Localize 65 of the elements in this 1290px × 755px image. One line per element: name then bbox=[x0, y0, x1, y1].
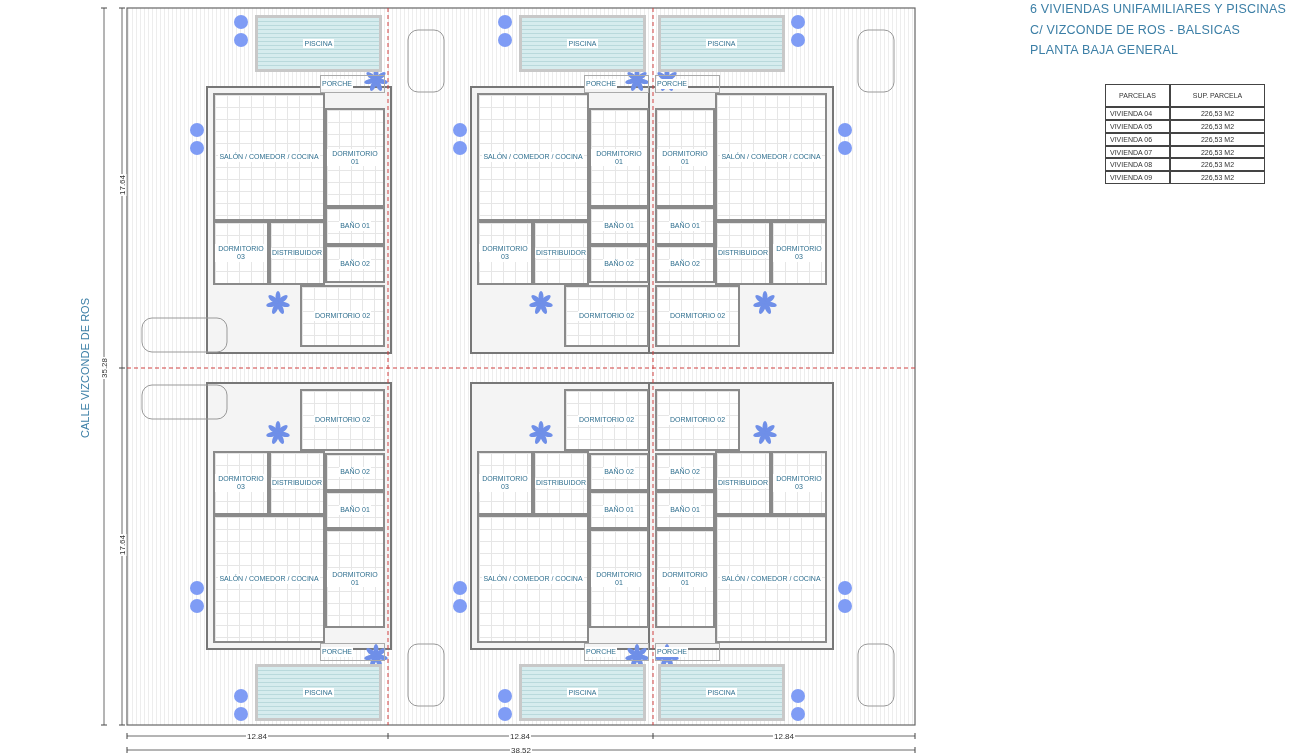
porch-area bbox=[320, 75, 385, 93]
bathroom bbox=[655, 245, 715, 283]
bedroom bbox=[564, 285, 649, 347]
bedroom bbox=[213, 221, 269, 285]
dimension-text: 17.64 bbox=[117, 174, 127, 196]
plan-title: 6 VIVIENDAS UNIFAMILIARES Y PISCINAS bbox=[1030, 2, 1287, 16]
living-room bbox=[477, 93, 589, 221]
living-room bbox=[715, 93, 827, 221]
bathroom bbox=[325, 245, 385, 283]
bathroom bbox=[655, 207, 715, 245]
bedroom bbox=[300, 285, 385, 347]
bathroom bbox=[589, 207, 649, 245]
bedroom bbox=[325, 108, 385, 207]
swimming-pool bbox=[658, 664, 785, 721]
bathroom bbox=[655, 491, 715, 529]
bedroom bbox=[325, 529, 385, 628]
address-text: C/ VIZCONDE DE ROS - BALSICAS bbox=[1030, 23, 1240, 37]
bathroom bbox=[655, 453, 715, 491]
porch-area bbox=[320, 643, 385, 661]
bedroom bbox=[655, 529, 715, 628]
porch-area bbox=[655, 643, 720, 661]
bedroom bbox=[564, 389, 649, 451]
dimension-text: 12.84 bbox=[246, 731, 268, 741]
swimming-pool bbox=[658, 15, 785, 72]
bedroom bbox=[300, 389, 385, 451]
bedroom bbox=[589, 108, 649, 207]
hallway bbox=[533, 221, 589, 285]
bedroom bbox=[477, 451, 533, 515]
swimming-pool bbox=[255, 664, 382, 721]
living-room bbox=[213, 93, 325, 221]
hallway bbox=[715, 451, 771, 515]
porch-area bbox=[584, 75, 649, 93]
bedroom bbox=[655, 285, 740, 347]
dimension-text: 35.28 bbox=[99, 357, 109, 379]
bedroom bbox=[589, 529, 649, 628]
bedroom bbox=[771, 451, 827, 515]
bedroom bbox=[477, 221, 533, 285]
hallway bbox=[715, 221, 771, 285]
bathroom bbox=[589, 245, 649, 283]
swimming-pool bbox=[519, 664, 646, 721]
bedroom bbox=[771, 221, 827, 285]
bedroom bbox=[213, 451, 269, 515]
living-room bbox=[213, 515, 325, 643]
dimension-text: 12.84 bbox=[773, 731, 795, 741]
hallway bbox=[269, 221, 325, 285]
bathroom bbox=[325, 453, 385, 491]
hallway bbox=[533, 451, 589, 515]
hallway bbox=[269, 451, 325, 515]
porch-area bbox=[584, 643, 649, 661]
porch-area bbox=[655, 75, 720, 93]
dimension-text: 12.84 bbox=[509, 731, 531, 741]
bathroom bbox=[325, 491, 385, 529]
bathroom bbox=[589, 453, 649, 491]
dimension-text: 38.52 bbox=[510, 745, 532, 755]
living-room bbox=[477, 515, 589, 643]
bathroom bbox=[325, 207, 385, 245]
street-name: CALLE VIZCONDE DE ROS bbox=[79, 297, 91, 439]
bedroom bbox=[655, 389, 740, 451]
dimension-text: 17.64 bbox=[117, 534, 127, 556]
swimming-pool bbox=[255, 15, 382, 72]
plan-subtitle: PLANTA BAJA GENERAL bbox=[1030, 43, 1179, 57]
bathroom bbox=[589, 491, 649, 529]
swimming-pool bbox=[519, 15, 646, 72]
living-room bbox=[715, 515, 827, 643]
bedroom bbox=[655, 108, 715, 207]
